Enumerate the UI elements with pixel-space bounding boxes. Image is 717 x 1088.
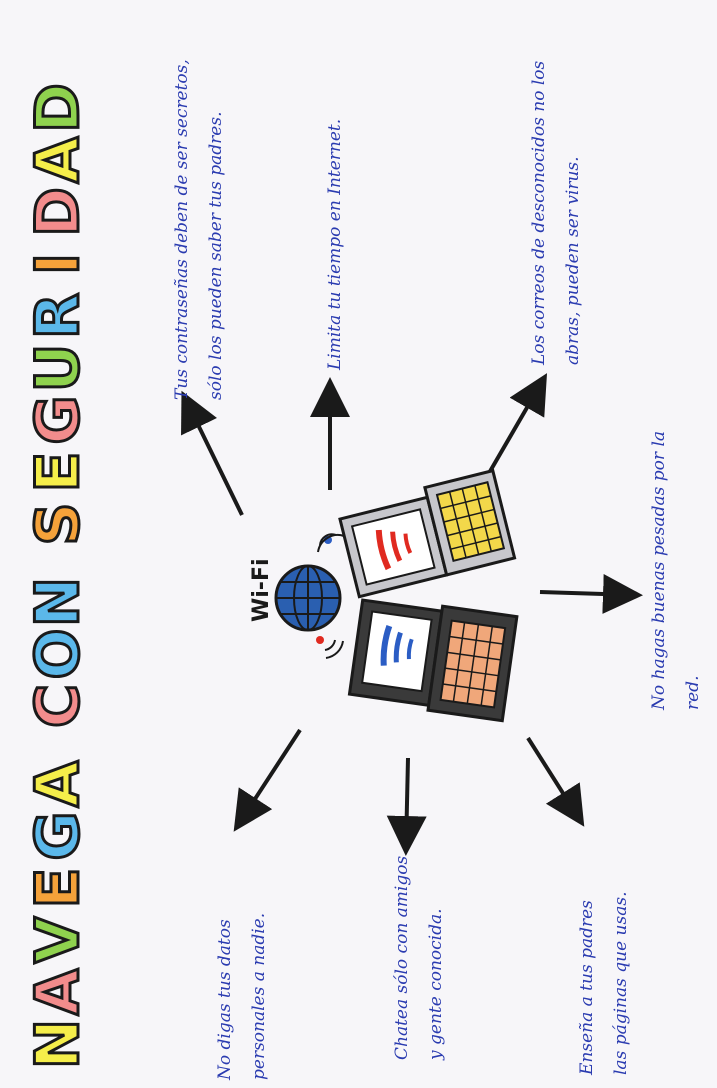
note-chat: Chatea sólo con amigos y gente conocida. [392, 855, 446, 1060]
wifi-signal-icon [316, 533, 345, 659]
laptop-dark-icon [347, 598, 519, 723]
wifi-label: Wi-Fi [249, 558, 274, 622]
note-strangers-mail: Los correos de desconocidos no los abras… [529, 60, 583, 365]
arrow-personal-data [233, 728, 302, 832]
laptop-gray-icon [338, 468, 517, 599]
globe-icon [274, 564, 342, 632]
arrow-teach [526, 736, 585, 827]
note-personal-data: No digas tus datos personales a nadie. [215, 912, 269, 1080]
arrow-chat [386, 757, 427, 856]
note-passwords: Tus contraseñas deben de ser secretos, s… [172, 59, 226, 400]
arrow-mail [483, 373, 548, 482]
note-teach-parents: Enseña a tus padres las páginas que usas… [577, 891, 631, 1075]
note-no-friends: No hagas buenas pesadas por la red. [649, 430, 703, 710]
arrow-no-friends [539, 573, 643, 614]
note-time-limit: Limita tu tiempo en Internet. [325, 118, 345, 370]
arrows [181, 373, 643, 856]
arrow-passwords [181, 390, 244, 516]
